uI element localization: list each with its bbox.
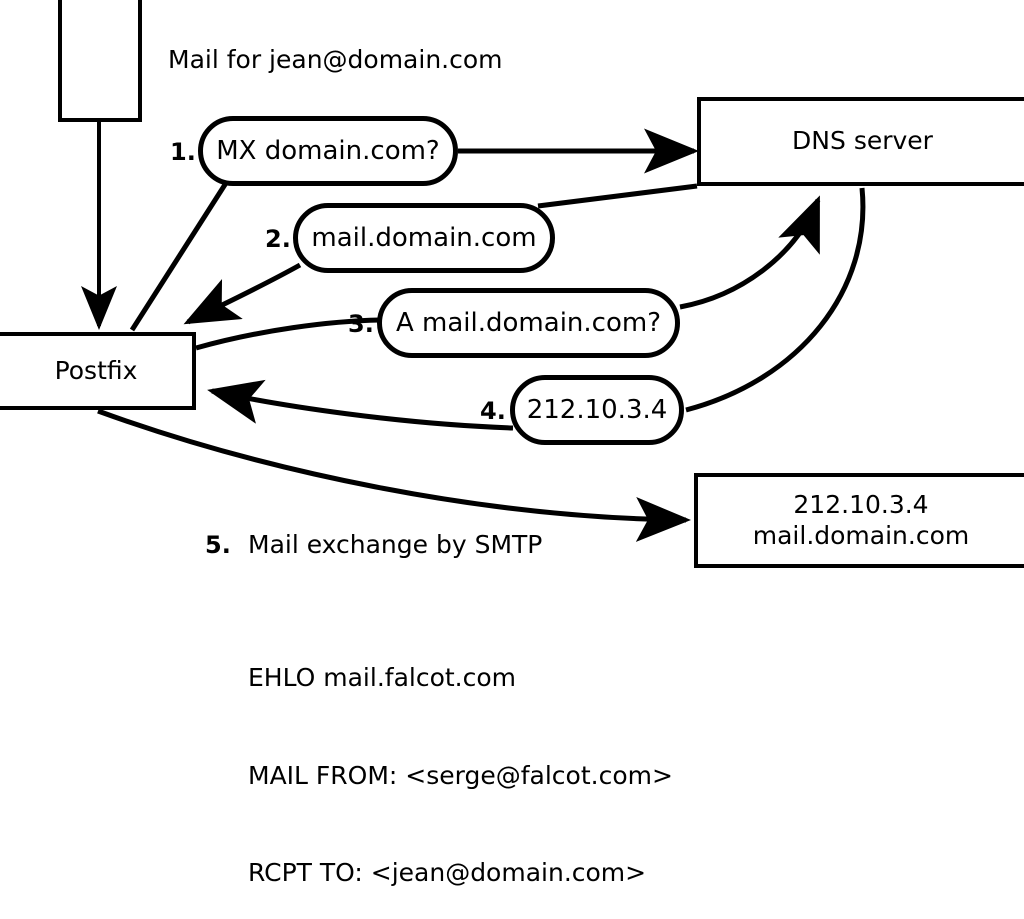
step-2-number: 2. [265, 225, 291, 253]
step-2-bubble[interactable]: mail.domain.com [293, 203, 555, 273]
connector-step4-to-postfix [207, 379, 514, 431]
mail-source-box[interactable] [58, 0, 142, 122]
smtp-transcript: EHLO mail.falcot.com MAIL FROM: <serge@f… [248, 597, 673, 919]
connector-dns-to-step4-bubble [685, 187, 866, 413]
connector-step2-to-postfix [183, 262, 302, 325]
step-1-bubble[interactable]: MX domain.com? [198, 116, 458, 186]
step-2-bubble-label: mail.domain.com [311, 223, 537, 253]
smtp-line: EHLO mail.falcot.com [248, 663, 517, 692]
remote-mail-server-host: mail.domain.com [752, 520, 970, 550]
postfix-label: Postfix [54, 355, 138, 385]
step-1-bubble-label: MX domain.com? [216, 136, 440, 166]
step-4-bubble[interactable]: 212.10.3.4 [510, 375, 684, 445]
connector-step3-to-dns [679, 195, 821, 310]
remote-mail-server-ip: 212.10.3.4 [793, 490, 929, 519]
mail-for-caption: Mail for jean@domain.com [168, 45, 503, 74]
postfix-box[interactable]: Postfix [0, 332, 196, 410]
step-3-bubble[interactable]: A mail.domain.com? [377, 288, 680, 358]
mail-source-label [96, 44, 104, 75]
dns-server-label: DNS server [792, 126, 933, 156]
step-3-bubble-label: A mail.domain.com? [396, 308, 661, 338]
connector-postfix-to-step1-bubble [129, 181, 229, 332]
connector-dns-to-step2-bubble [537, 183, 698, 209]
step-4-number: 4. [480, 397, 506, 425]
smtp-line: RCPT TO: <jean@domain.com> [248, 858, 647, 887]
smtp-line: MAIL FROM: <serge@falcot.com> [248, 760, 673, 790]
connector-postfix-to-remote-server [97, 408, 691, 543]
connector-postfix-to-step3-bubble [195, 317, 381, 351]
step-5-number: 5. [205, 531, 231, 559]
step-4-bubble-label: 212.10.3.4 [526, 395, 668, 425]
step-5-label: Mail exchange by SMTP [248, 530, 543, 559]
remote-mail-server-box[interactable]: 212.10.3.4 mail.domain.com [694, 473, 1024, 568]
step-1-number: 1. [170, 138, 196, 166]
step-3-number: 3. [348, 310, 374, 338]
dns-server-box[interactable]: DNS server [697, 97, 1024, 186]
